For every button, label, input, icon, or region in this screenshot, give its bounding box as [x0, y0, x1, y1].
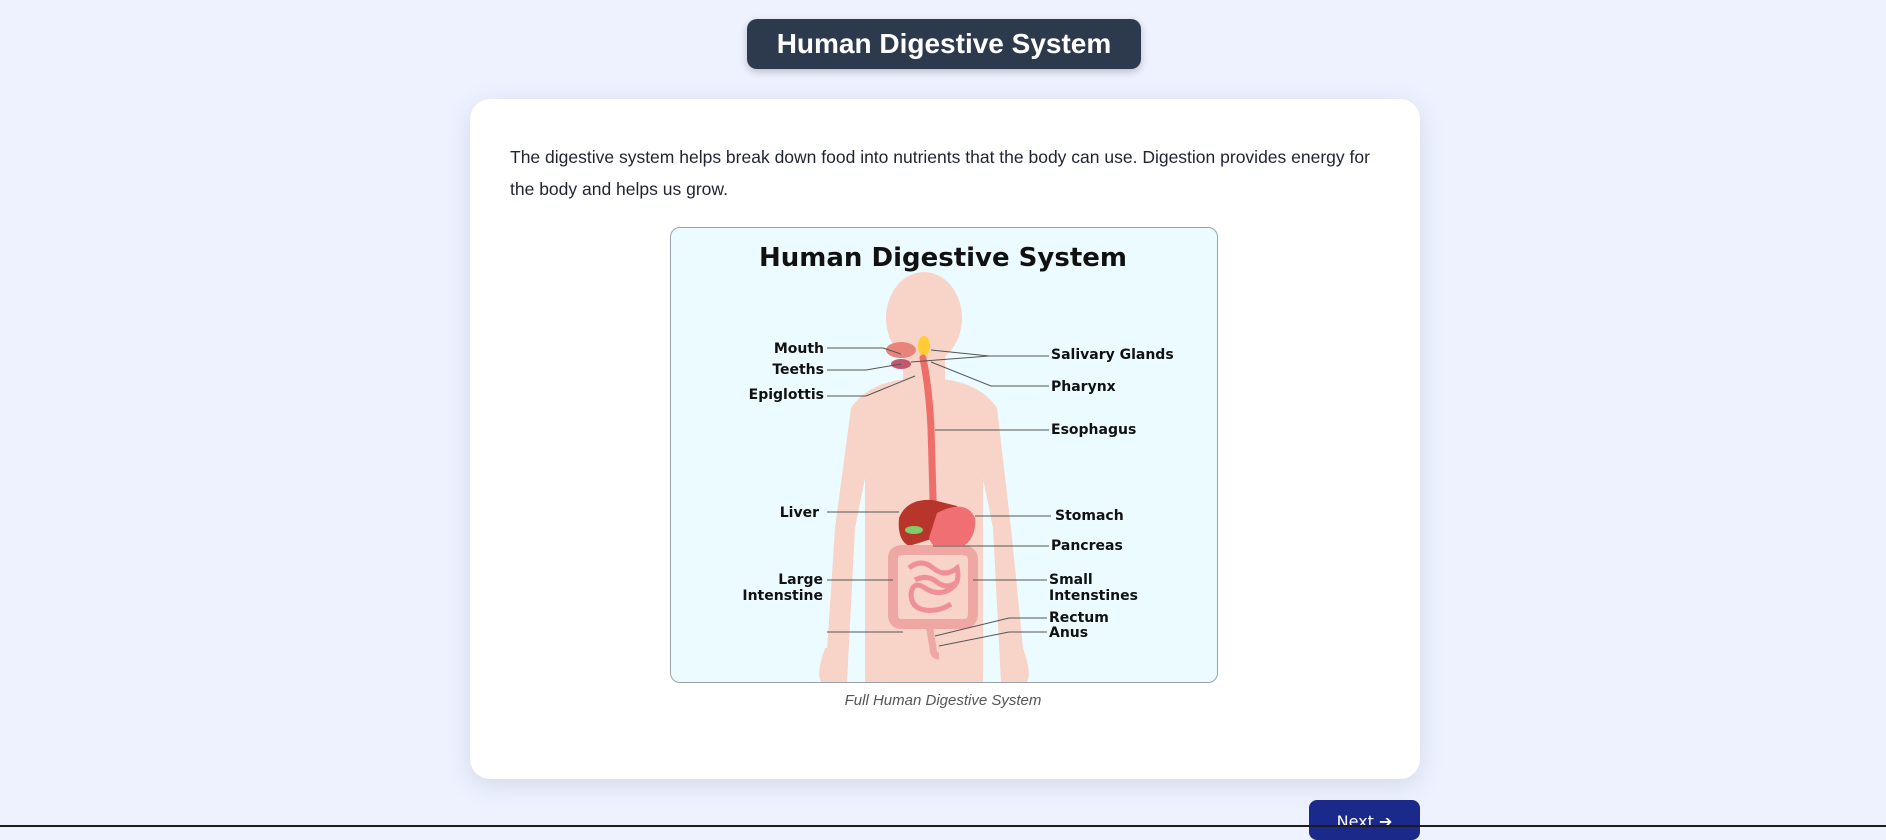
label-mouth: Mouth [774, 341, 824, 357]
label-esophagus: Esophagus [1051, 422, 1136, 438]
label-large-intestine-line1: Large [778, 572, 823, 588]
page-title: Human Digestive System [747, 19, 1141, 69]
label-large-intestine-line2: Intenstine [742, 588, 823, 604]
label-pharynx: Pharynx [1051, 379, 1116, 395]
digestive-system-figure: Human Digestive System [670, 227, 1218, 683]
rectum-organ [925, 623, 940, 660]
figure-title: Human Digestive System [759, 243, 1127, 273]
hands [819, 648, 1029, 682]
content-card: The digestive system helps break down fo… [470, 99, 1420, 779]
mouth-organs [886, 336, 930, 369]
stomach-organ [929, 506, 976, 551]
intro-paragraph: The digestive system helps break down fo… [510, 147, 1370, 199]
next-button[interactable]: Next ➔ [1309, 800, 1420, 840]
large-intestine-organ [888, 545, 978, 629]
label-anus: Anus [1049, 625, 1088, 641]
small-intestines-organ [907, 560, 961, 613]
label-stomach: Stomach [1055, 508, 1124, 524]
label-pancreas: Pancreas [1051, 538, 1123, 554]
gallbladder-organ [905, 526, 923, 534]
label-small-intestines-line1: Small [1049, 572, 1093, 588]
bottom-divider [0, 825, 1886, 827]
label-epiglottis: Epiglottis [749, 387, 824, 403]
label-small-intestines-line2: Intenstines [1049, 588, 1138, 604]
label-teeths: Teeths [772, 362, 824, 378]
label-rectum: Rectum [1049, 610, 1109, 626]
label-salivary-glands: Salivary Glands [1051, 347, 1174, 363]
label-liver: Liver [780, 505, 819, 521]
digestive-system-illustration: Human Digestive System [742, 243, 1174, 682]
leader-lines [827, 347, 1051, 647]
figure-caption: Full Human Digestive System [844, 692, 1042, 709]
